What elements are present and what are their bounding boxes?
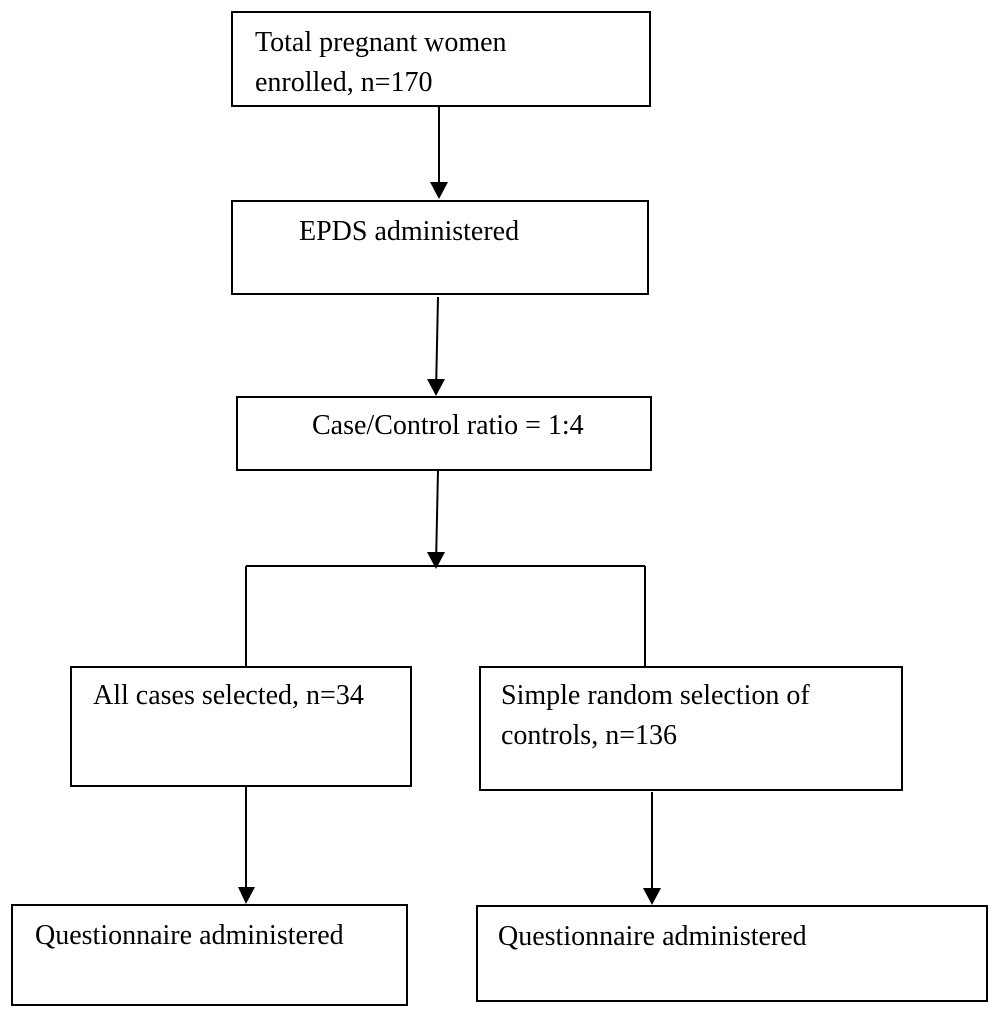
arrowhead-epds-to-ratio xyxy=(427,379,445,396)
box-total-enrolled-label: Total pregnant women enrolled, n=170 xyxy=(255,27,507,98)
arrow-ratio-to-split xyxy=(435,469,439,565)
box-simple-random-controls-label: Simple random selection of controls, n=1… xyxy=(501,680,810,751)
arrowhead-enrolled-to-epds xyxy=(430,182,448,199)
box-total-enrolled: Total pregnant women enrolled, n=170 xyxy=(231,11,651,107)
box-all-cases-selected-label: All cases selected, n=34 xyxy=(93,680,364,711)
arrowhead-controls-to-questionnaire xyxy=(643,888,661,905)
box-epds-administered-label: EPDS administered xyxy=(299,216,520,247)
box-all-cases-selected: All cases selected, n=34 xyxy=(70,666,412,787)
box-case-control-ratio-label: Case/Control ratio = 1:4 xyxy=(312,410,584,441)
box-case-control-ratio: Case/Control ratio = 1:4 xyxy=(236,396,652,471)
box-simple-random-controls: Simple random selection of controls, n=1… xyxy=(479,666,903,791)
arrowhead-ratio-to-split xyxy=(427,552,445,569)
box-epds-administered: EPDS administered xyxy=(231,200,649,295)
box-questionnaire-controls-label: Questionnaire administered xyxy=(498,921,807,952)
arrow-epds-to-ratio xyxy=(435,296,439,393)
arrowhead-cases-to-questionnaire xyxy=(238,887,255,904)
box-questionnaire-cases: Questionnaire administered xyxy=(11,904,408,1006)
box-questionnaire-cases-label: Questionnaire administered xyxy=(35,920,344,951)
box-questionnaire-controls: Questionnaire administered xyxy=(476,905,988,1002)
